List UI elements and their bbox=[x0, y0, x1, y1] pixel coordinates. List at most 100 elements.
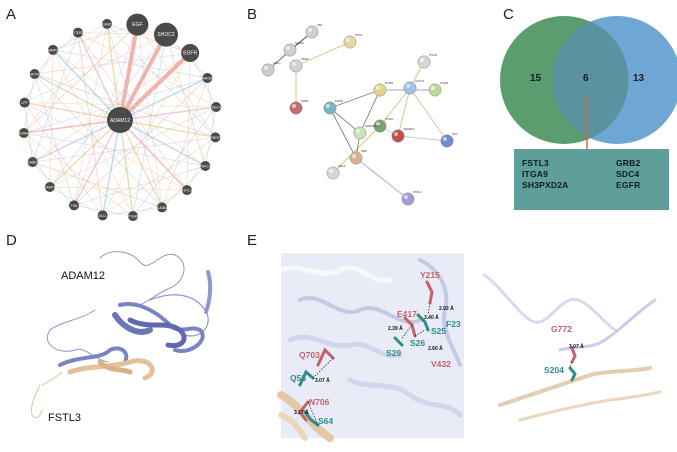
fstl3-loop bbox=[41, 371, 63, 386]
network-edge bbox=[119, 119, 188, 191]
network-edge bbox=[397, 135, 448, 142]
gene-label: EGFR bbox=[616, 180, 641, 190]
network-node-label: ADAM10 bbox=[100, 22, 114, 26]
fstl3-ribbon bbox=[498, 366, 652, 407]
fstl3-ribbon bbox=[278, 412, 308, 441]
network-edge bbox=[77, 32, 167, 36]
gene-label: FSTL3 bbox=[522, 158, 549, 168]
residue-stick bbox=[303, 410, 320, 427]
distance-label: 3.17 Å bbox=[294, 410, 309, 416]
network-node bbox=[19, 97, 30, 108]
distance-label: 3.07 Å bbox=[569, 344, 584, 350]
network-node-label: EGFR bbox=[183, 51, 197, 57]
network-edge bbox=[73, 165, 206, 206]
network-edge bbox=[24, 101, 121, 121]
ribbon bbox=[418, 258, 462, 367]
network-node-label: EGFR bbox=[335, 99, 343, 103]
network-node-label: YARS2 bbox=[202, 76, 213, 80]
adam12-domain bbox=[118, 302, 205, 353]
network-node-label: PRKCA bbox=[200, 165, 212, 169]
network-node-label: EGF bbox=[132, 22, 142, 28]
venn-overlap bbox=[552, 21, 629, 139]
network-edge bbox=[24, 102, 217, 108]
residue-stick bbox=[298, 369, 315, 387]
network-node-label: SHOC2 bbox=[157, 32, 174, 38]
network-edge bbox=[119, 77, 208, 121]
network-node bbox=[211, 102, 222, 113]
network-edge bbox=[379, 87, 411, 127]
ribbon bbox=[287, 334, 403, 359]
adam12-helix bbox=[204, 270, 213, 314]
network-node-label: SH3PXD2A bbox=[26, 72, 44, 76]
node-highlight bbox=[356, 129, 360, 133]
network-edge bbox=[102, 137, 216, 216]
node-highlight bbox=[376, 122, 380, 126]
node-highlight bbox=[352, 154, 356, 158]
network-node-label: CBLC bbox=[273, 61, 280, 65]
network-a-nodes: EGFSHOC2EGFRYARS2SDC4LRRFIP2PRKCAFSTL3AJ… bbox=[18, 13, 223, 222]
network-edge bbox=[32, 32, 79, 163]
distance-label: 2.92 Å bbox=[439, 306, 454, 312]
network-edge bbox=[32, 161, 163, 208]
network-edge bbox=[119, 106, 217, 121]
fstl3-ribbon bbox=[518, 390, 662, 422]
ribbon bbox=[298, 296, 422, 324]
network-node bbox=[127, 211, 138, 222]
gene-label: GRB2 bbox=[616, 158, 641, 168]
shared-genes-right: GRB2 SDC4 EGFR bbox=[616, 158, 640, 191]
network-node bbox=[27, 157, 38, 168]
network-edge bbox=[23, 77, 208, 134]
network-edge bbox=[332, 125, 381, 174]
network-edge bbox=[106, 23, 163, 208]
network-edge bbox=[119, 119, 206, 167]
panel-letter-a: A bbox=[6, 6, 17, 23]
network-node-label: MMP1 bbox=[48, 48, 58, 52]
network-node-label: SDC4 bbox=[338, 164, 346, 168]
network-edge bbox=[359, 89, 381, 134]
network-edge bbox=[119, 119, 134, 217]
network-edge bbox=[106, 23, 121, 121]
network-edge bbox=[49, 49, 54, 188]
network-edge bbox=[101, 119, 121, 216]
node-highlight bbox=[404, 195, 408, 199]
network-edge bbox=[73, 24, 138, 206]
ribbon bbox=[278, 265, 393, 284]
residue-q703: Q703 bbox=[299, 350, 320, 360]
node-highlight bbox=[329, 169, 333, 173]
node-highlight bbox=[406, 84, 410, 88]
network-node-label: GRB2 bbox=[28, 161, 37, 165]
network-edge bbox=[106, 23, 216, 138]
distance-label: 2.39 Å bbox=[388, 326, 403, 332]
node-highlight bbox=[286, 46, 290, 50]
ribbon bbox=[482, 273, 617, 332]
network-edge bbox=[118, 51, 192, 122]
network-node-label: ITGAV bbox=[385, 117, 393, 121]
residue-n706: N706 bbox=[309, 397, 330, 407]
node-highlight bbox=[376, 86, 380, 90]
network-edge bbox=[23, 23, 108, 134]
interface-view-left bbox=[281, 253, 464, 438]
network-node-label: PKC bbox=[452, 132, 458, 136]
network-node bbox=[157, 202, 168, 213]
network-edge bbox=[77, 32, 121, 121]
network-node bbox=[181, 185, 192, 196]
network-edge bbox=[32, 52, 191, 163]
residue-s26: S26 bbox=[410, 338, 426, 348]
network-node bbox=[102, 18, 113, 29]
network-node bbox=[126, 13, 149, 36]
network-node bbox=[29, 68, 40, 79]
residue-s64: S64 bbox=[318, 416, 334, 426]
network-node bbox=[97, 210, 108, 221]
adam12-domain bbox=[127, 317, 187, 349]
residue-stick bbox=[425, 280, 434, 305]
network-edge bbox=[137, 24, 216, 138]
residue-stick bbox=[416, 313, 430, 332]
network-edge bbox=[52, 49, 208, 79]
network-center-label: ADAM12 bbox=[110, 118, 130, 124]
network-node bbox=[48, 44, 59, 55]
network-edge bbox=[34, 73, 121, 121]
network-edge bbox=[161, 77, 208, 208]
